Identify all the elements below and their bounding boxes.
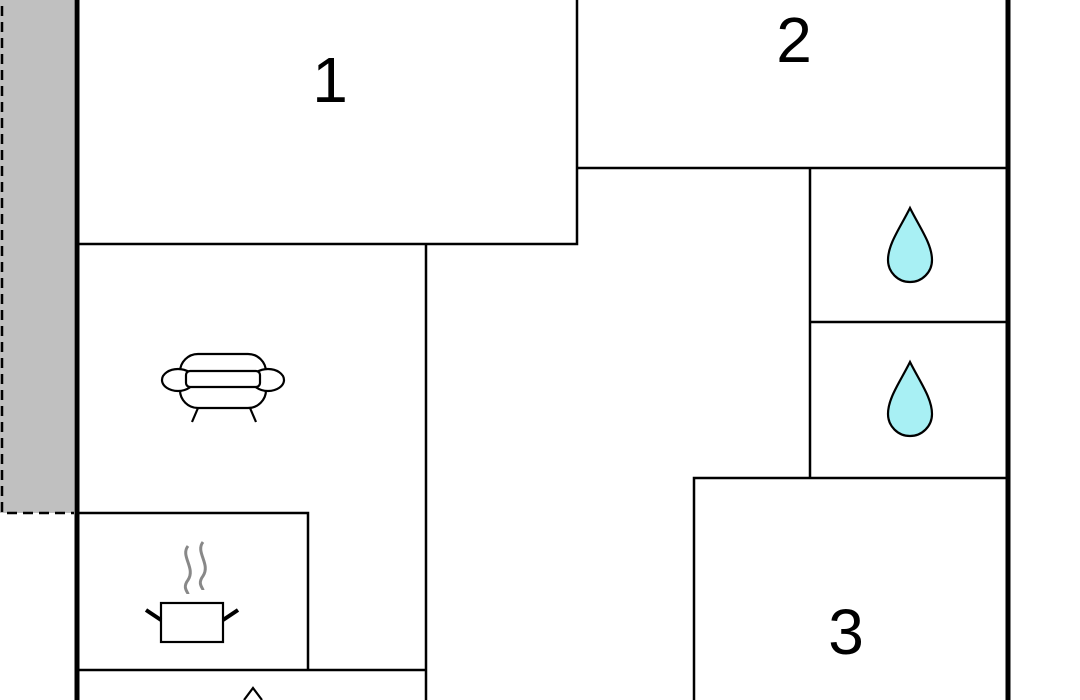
bathroom-2	[886, 359, 934, 438]
sofa-icon	[160, 352, 286, 423]
bathroom-1	[808, 168, 1008, 478]
room-1: 1	[77, 0, 579, 246]
terrace	[0, 0, 74, 513]
kitchen	[77, 511, 426, 672]
water-drop-icon	[886, 205, 934, 284]
bottom-room-icon	[243, 686, 263, 700]
room-3-label: 3	[828, 596, 864, 668]
room-2: 2	[577, 4, 1008, 170]
room-2-label: 2	[776, 4, 812, 76]
room-3: 3	[692, 476, 1008, 700]
room-1-label: 1	[312, 44, 348, 116]
cooking-pot-icon	[144, 541, 240, 644]
water-drop-icon	[886, 359, 934, 438]
living-room	[160, 244, 428, 700]
